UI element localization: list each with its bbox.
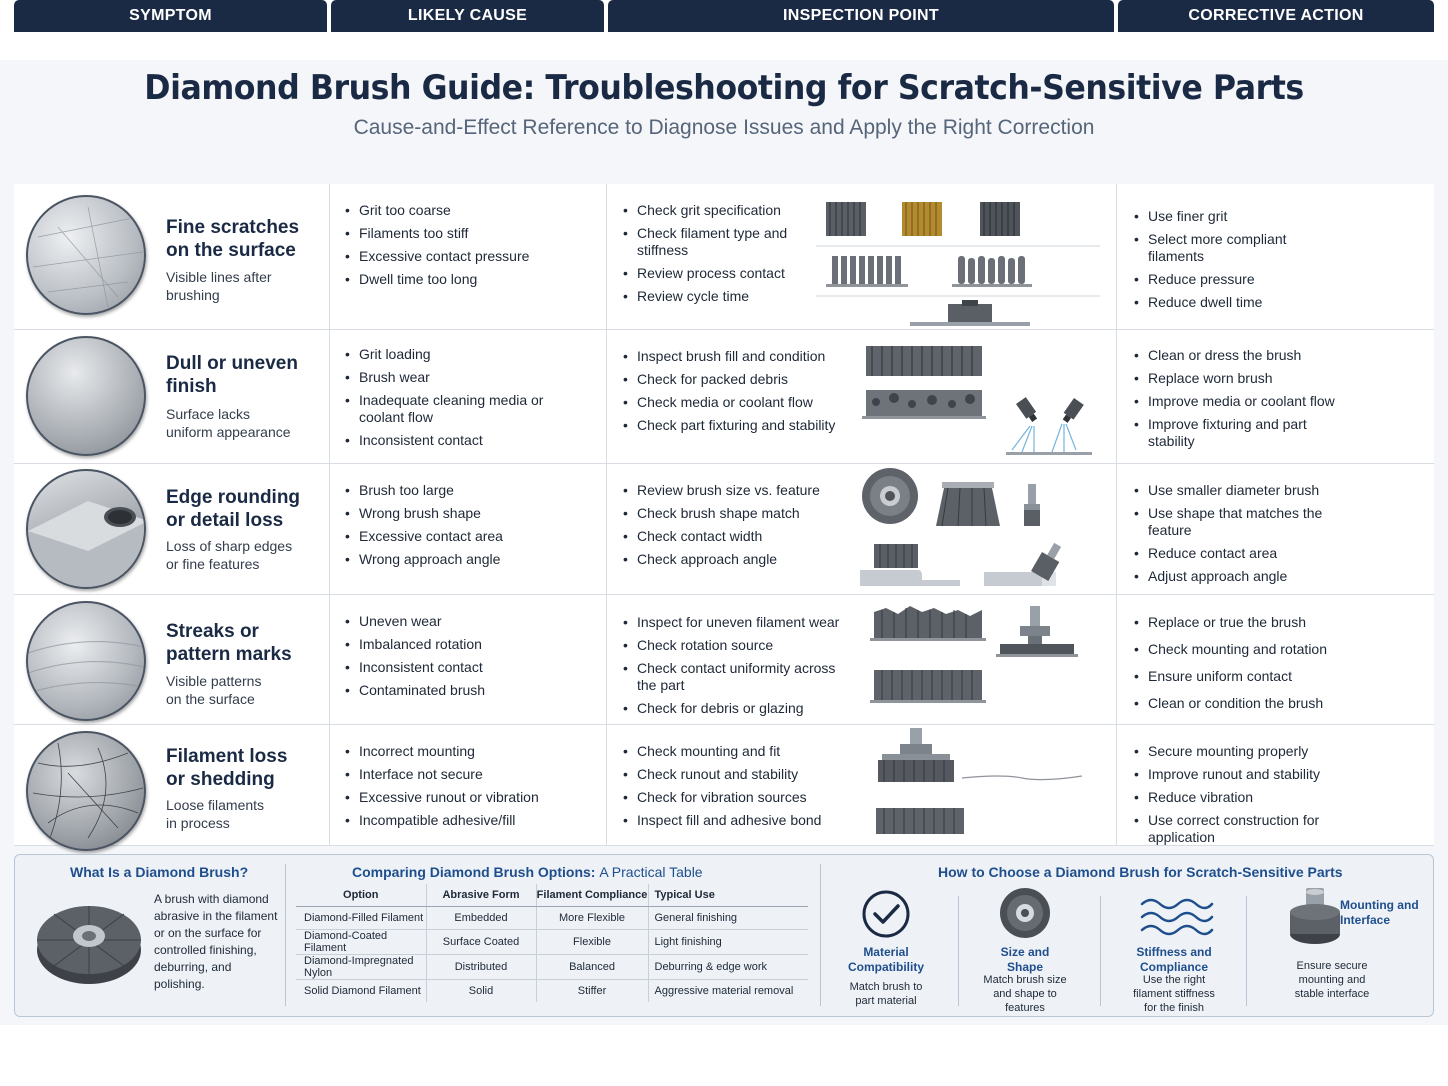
cause-list: Uneven wearImbalanced rotationInconsiste… <box>345 613 600 705</box>
filament-loss-sample-image <box>26 731 146 851</box>
how-to-choose-title: How to Choose a Diamond Brush for Scratc… <box>938 864 1343 880</box>
comparison-header: Option <box>296 884 426 907</box>
wheel-brush-image <box>37 906 141 984</box>
grit-filament-illustration <box>816 202 1100 326</box>
header-likely-cause: LIKELY CAUSE <box>331 0 604 32</box>
card-divider <box>958 896 959 1006</box>
comparison-header: Typical Use <box>647 884 808 907</box>
inspection-list: Inspect for uneven filament wearCheck ro… <box>623 614 851 723</box>
column-divider <box>329 184 330 846</box>
comparison-header: Abrasive Form <box>425 884 536 907</box>
edge-rounding-sample-image <box>26 469 146 589</box>
cause-list: Brush too largeWrong brush shapeExcessiv… <box>345 482 600 574</box>
uneven-wear-rotation-illustration <box>870 606 1078 703</box>
check-circle-icon <box>862 890 910 938</box>
comparison-title: Comparing Diamond Brush Options: A Pract… <box>352 864 703 880</box>
column-divider <box>1116 184 1117 846</box>
page-subtitle: Cause-and-Effect Reference to Diagnose I… <box>353 116 1095 139</box>
cause-list: Incorrect mountingInterface not secureEx… <box>345 743 600 835</box>
brush-debris-coolant-illustration <box>862 346 1092 455</box>
shank-brush-icon <box>1290 888 1340 944</box>
action-list: Clean or dress the brushReplace worn bru… <box>1134 347 1339 456</box>
fine-scratches-sample-image <box>26 195 146 315</box>
cause-list: Grit too coarseFilaments too stiffExcess… <box>345 202 600 294</box>
action-list: Secure mounting properlyImprove runout a… <box>1134 743 1339 852</box>
panel-divider <box>820 864 821 1006</box>
action-list: Use finer gritSelect more compliant fila… <box>1134 208 1314 317</box>
comparison-header: Filament Compliance <box>535 884 648 907</box>
page-title: Diamond Brush Guide: Troubleshooting for… <box>144 68 1304 108</box>
header-symptom: SYMPTOM <box>14 0 327 32</box>
comparison-table: Option Abrasive Form Filament Compliance… <box>296 884 808 1002</box>
action-list: Use smaller diameter brushUse shape that… <box>1134 482 1324 591</box>
column-divider <box>606 184 607 846</box>
inspection-list: Check mounting and fitCheck runout and s… <box>623 743 851 835</box>
wheel-brush-icon <box>1000 888 1050 938</box>
streaks-sample-image <box>26 601 146 721</box>
dull-finish-sample-image <box>26 336 146 456</box>
inspection-list: Check grit specificationCheck filament t… <box>623 202 801 311</box>
cause-list: Grit loadingBrush wearInadequate cleanin… <box>345 346 545 455</box>
inspection-list: Review brush size vs. featureCheck brush… <box>623 482 848 574</box>
inspection-list: Inspect brush fill and conditionCheck fo… <box>623 348 848 440</box>
action-list: Replace or true the brushCheck mounting … <box>1134 614 1344 718</box>
card-divider <box>1246 896 1247 1006</box>
what-is-title: What Is a Diamond Brush? <box>70 864 249 880</box>
wave-icon <box>1140 898 1214 936</box>
mounting-runout-illustration <box>876 728 1083 834</box>
brush-shape-size-illustration <box>860 468 1062 586</box>
card-divider <box>1100 896 1101 1006</box>
header-corrective-action: CORRECTIVE ACTION <box>1118 0 1434 32</box>
header-inspection-point: INSPECTION POINT <box>608 0 1114 32</box>
panel-divider <box>285 864 286 1006</box>
